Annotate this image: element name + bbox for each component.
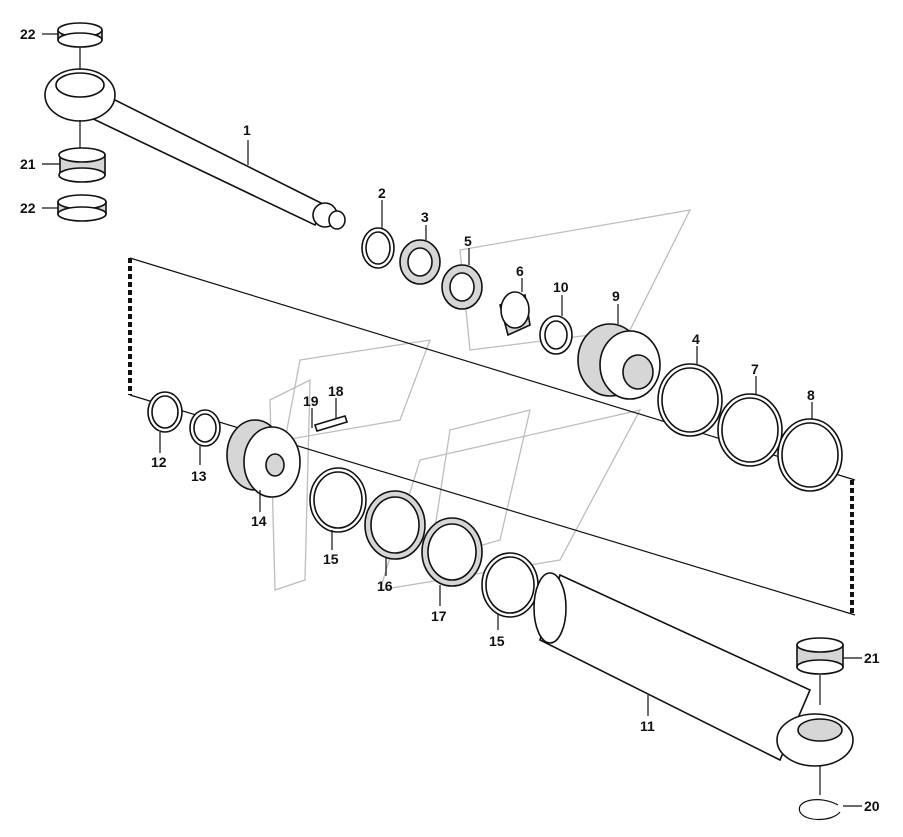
callout-13: 13 bbox=[191, 468, 207, 484]
seal-ring-10 bbox=[539, 315, 573, 355]
callout-5: 5 bbox=[464, 233, 472, 249]
callout-labels: 22 21 22 1 2 3 5 6 10 9 4 7 8 19 18 12 1… bbox=[20, 26, 880, 814]
o-ring-7 bbox=[717, 393, 783, 467]
guide-bushing-6 bbox=[499, 291, 531, 337]
piston-rod bbox=[44, 45, 346, 230]
piston-seal-16 bbox=[364, 490, 426, 560]
bushing-22-bottom bbox=[57, 194, 107, 222]
ring-12 bbox=[147, 391, 183, 433]
callout-15-right: 15 bbox=[489, 633, 505, 649]
callout-14: 14 bbox=[251, 513, 267, 529]
callout-11: 11 bbox=[640, 718, 655, 734]
piston-seal-15-left bbox=[309, 467, 367, 533]
callout-22-top: 22 bbox=[20, 26, 36, 42]
piston-14 bbox=[226, 419, 301, 498]
callout-21-right: 21 bbox=[864, 650, 880, 666]
bearing-21-left bbox=[58, 147, 106, 183]
callout-15-left: 15 bbox=[323, 551, 339, 567]
callout-3: 3 bbox=[421, 209, 429, 225]
callout-16: 16 bbox=[377, 578, 393, 594]
callout-4: 4 bbox=[692, 331, 700, 347]
watermark-logo bbox=[269, 209, 692, 591]
callout-17: 17 bbox=[431, 608, 447, 624]
bushing-22-top bbox=[57, 22, 103, 48]
piston-seal-17 bbox=[421, 517, 483, 587]
retaining-ring-2 bbox=[361, 227, 395, 269]
cylinder-barrel-11 bbox=[533, 572, 854, 795]
rod-seal-5 bbox=[441, 264, 483, 310]
callout-8: 8 bbox=[807, 387, 815, 403]
callout-7: 7 bbox=[751, 361, 759, 377]
o-ring-4 bbox=[657, 363, 723, 437]
cylinder-head-9 bbox=[577, 323, 661, 400]
piston-seal-15-right bbox=[481, 552, 539, 618]
callout-9: 9 bbox=[612, 288, 620, 304]
circlip-20 bbox=[798, 799, 841, 821]
wiper-seal-3 bbox=[399, 239, 441, 285]
callout-18: 18 bbox=[328, 383, 344, 399]
callout-6: 6 bbox=[516, 263, 524, 279]
callout-19: 19 bbox=[303, 393, 319, 409]
callout-21-left: 21 bbox=[20, 156, 36, 172]
callout-10: 10 bbox=[553, 279, 569, 295]
bearing-21-right bbox=[796, 637, 844, 675]
screw-18 bbox=[313, 415, 349, 432]
callout-2: 2 bbox=[378, 185, 386, 201]
callout-22-bottom: 22 bbox=[20, 200, 36, 216]
leader-lines bbox=[42, 33, 862, 807]
callout-20: 20 bbox=[864, 798, 880, 814]
ring-13 bbox=[189, 409, 221, 447]
callout-1: 1 bbox=[243, 122, 251, 138]
callout-12: 12 bbox=[151, 454, 167, 470]
o-ring-8 bbox=[777, 418, 843, 492]
